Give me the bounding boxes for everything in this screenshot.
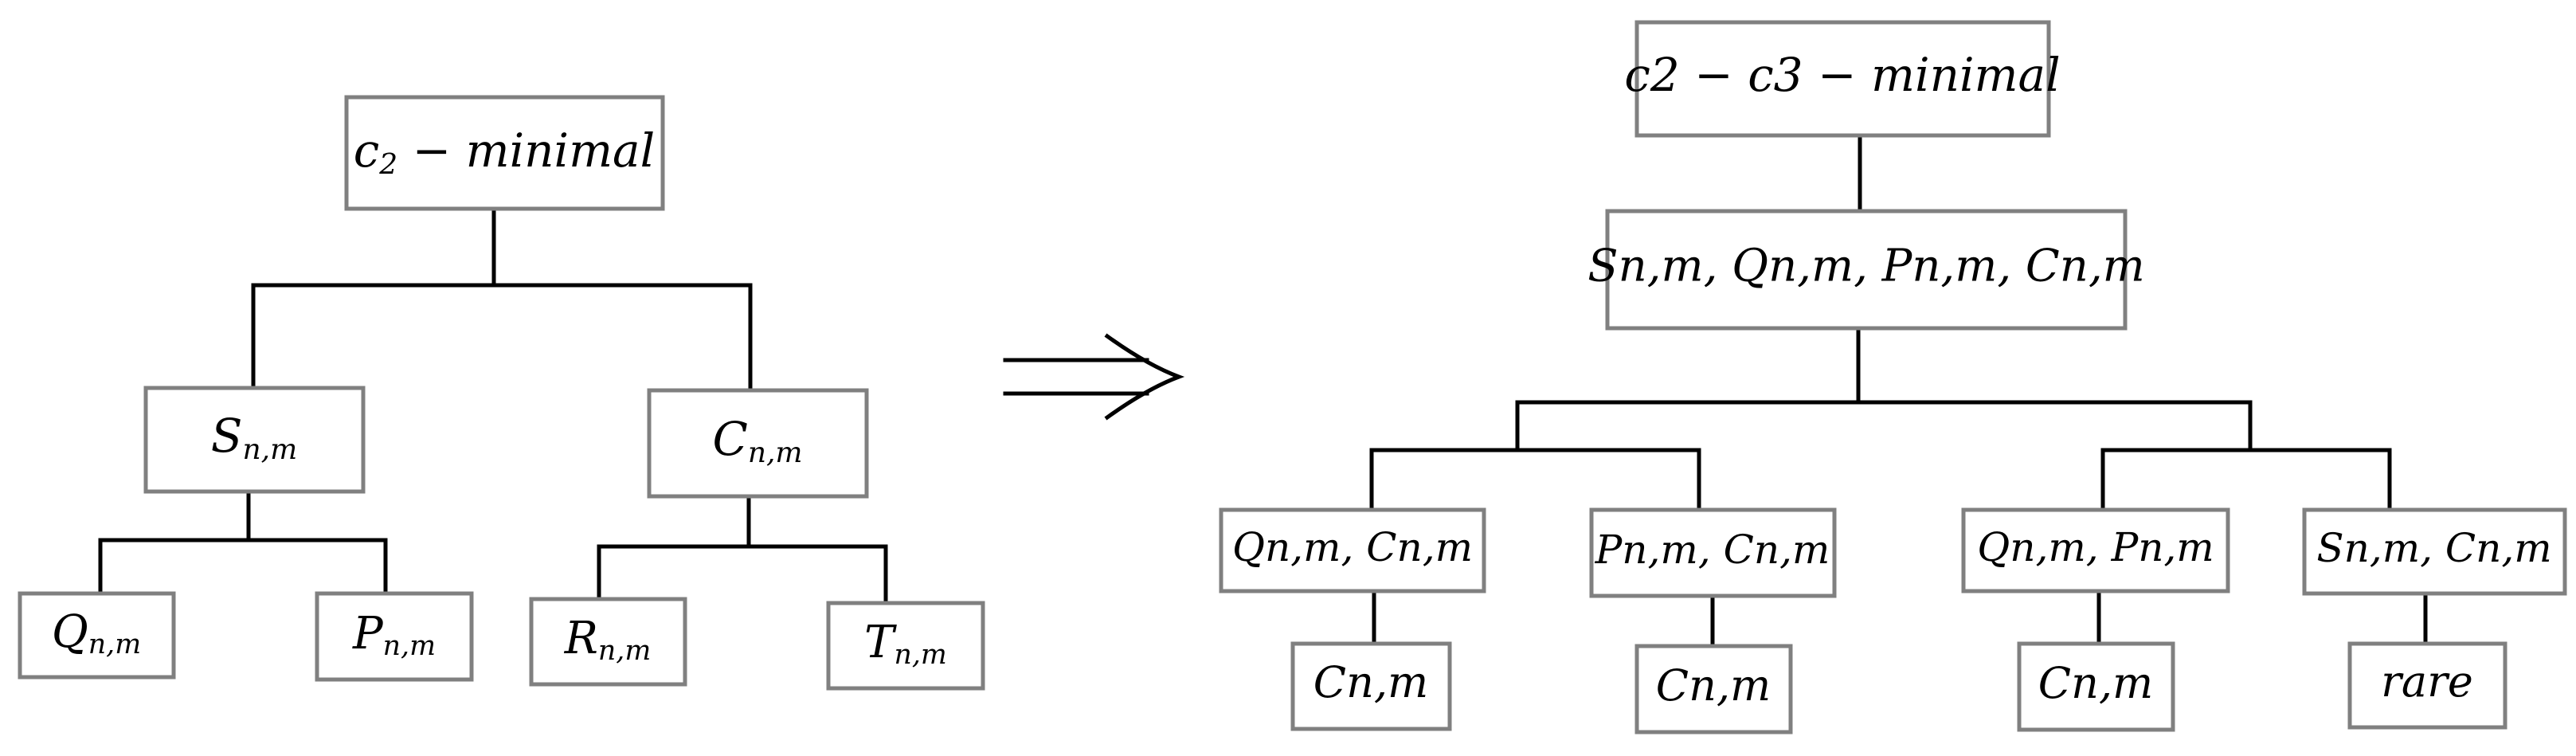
- left-leaf-label-q: Qn,m: [52, 606, 141, 661]
- right-root-label: c2 − c3 − minimal: [1624, 48, 2060, 102]
- right-tree-edges: [1369, 133, 2428, 648]
- left-leaf-box-r: Rn,m: [529, 597, 687, 687]
- left-child-label-c: Cn,m: [712, 412, 802, 468]
- right-leaf-box-3: Cn,m: [2017, 641, 2175, 732]
- left-child-box-s: Sn,m: [143, 386, 366, 494]
- left-root-box: c2 − minimal: [344, 95, 665, 211]
- left-child-box-c: Cn,m: [647, 388, 869, 499]
- left-leaf-label-p: Pn,m: [352, 608, 436, 663]
- right-leaf-label-rare: rare: [2381, 656, 2473, 707]
- right-level2-box-pc: Pn,m, Cn,m: [1589, 507, 1837, 598]
- left-leaf-label-r: Rn,m: [564, 613, 652, 668]
- left-child-label-s: Sn,m: [211, 409, 297, 465]
- right-level2-box-qp: Qn,m, Pn,m: [1961, 507, 2230, 593]
- right-level2-label-qp: Qn,m, Pn,m: [1977, 524, 2214, 570]
- left-root-label: c2 − minimal: [354, 123, 655, 180]
- right-level2-box-qc: Qn,m, Cn,m: [1219, 507, 1486, 593]
- left-leaf-box-t: Tn,m: [826, 601, 985, 691]
- right-root-box: c2 − c3 − minimal: [1624, 20, 2061, 138]
- right-level2-label-qc: Qn,m, Cn,m: [1232, 524, 1473, 570]
- left-tree-edges: [98, 206, 888, 605]
- right-level2-label-pc: Pn,m, Cn,m: [1595, 527, 1830, 573]
- left-leaf-box-q: Qn,m: [18, 591, 176, 680]
- right-level1-label: Sn,m, Qn,m, Pn,m, Cn,m: [1587, 241, 2144, 292]
- left-leaf-label-t: Tn,m: [864, 617, 947, 672]
- right-leaf-label-1: Cn,m: [1313, 657, 1428, 707]
- right-level2-label-sc: Sn,m, Cn,m: [2316, 525, 2551, 571]
- implies-arrow-icon: [1003, 333, 1185, 421]
- right-level1-box: Sn,m, Qn,m, Pn,m, Cn,m: [1587, 209, 2145, 331]
- right-level2-box-sc: Sn,m, Cn,m: [2302, 507, 2567, 596]
- left-leaf-box-p: Pn,m: [315, 591, 474, 682]
- right-leaf-label-3: Cn,m: [2038, 658, 2153, 708]
- right-leaf-box-2: Cn,m: [1634, 644, 1793, 734]
- right-leaf-box-1: Cn,m: [1290, 641, 1452, 731]
- right-leaf-label-2: Cn,m: [1656, 660, 1771, 711]
- right-leaf-box-rare: rare: [2347, 641, 2507, 730]
